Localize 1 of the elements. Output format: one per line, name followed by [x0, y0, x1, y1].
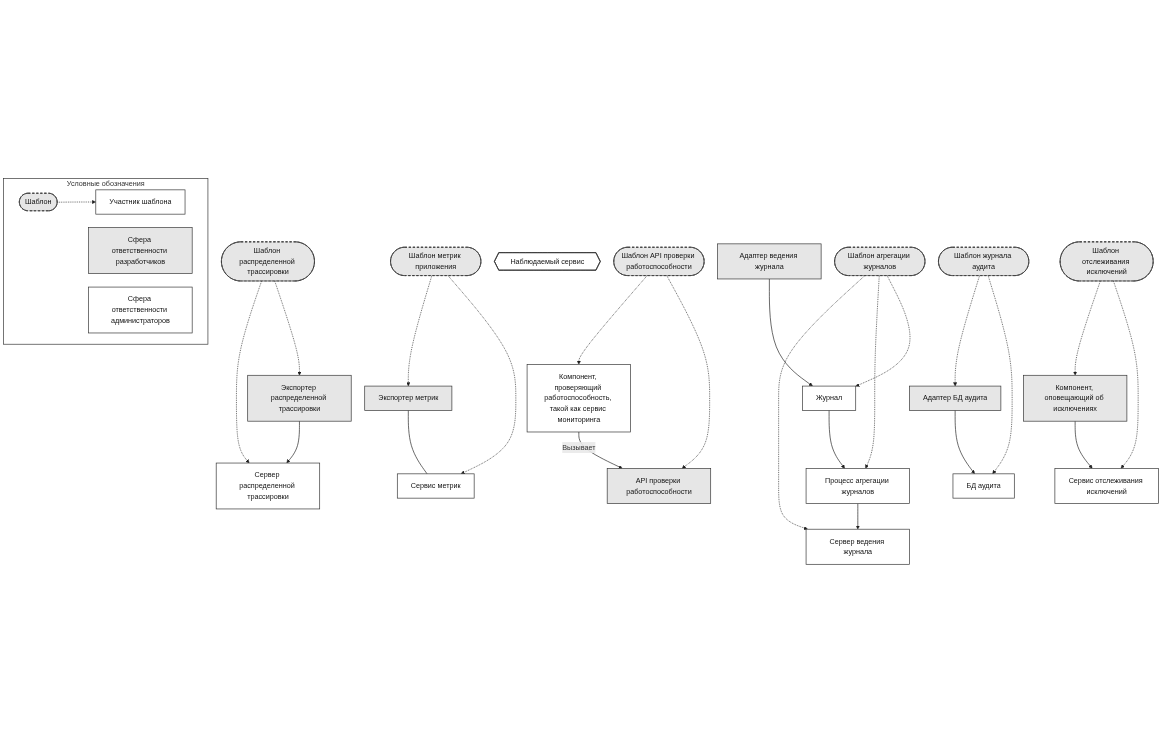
connector: [407, 410, 428, 475]
